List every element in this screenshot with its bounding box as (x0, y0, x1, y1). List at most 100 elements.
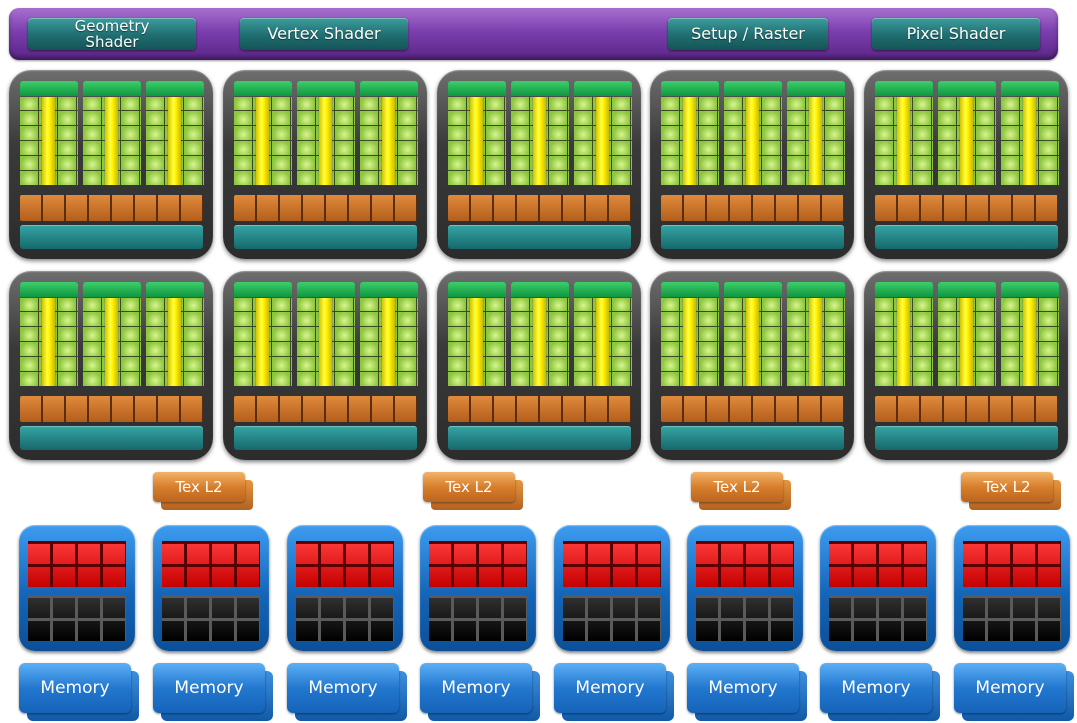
memory-block: Memory (554, 663, 674, 721)
texture-unit-row (234, 195, 417, 221)
sm-shared-memory-bar (746, 97, 759, 185)
tex-l2-label: Tex L2 (961, 472, 1053, 502)
sm-shared-memory-bar (1023, 97, 1036, 185)
sm-instruction-unit (574, 81, 632, 96)
streaming-multiprocessor (83, 81, 141, 185)
tex-l2-label: Tex L2 (153, 472, 245, 502)
sm-instruction-unit (875, 81, 933, 96)
sm-shared-memory-bar (168, 298, 181, 386)
texture-unit-row (448, 195, 631, 221)
memory-label: Memory (287, 663, 399, 713)
sm-instruction-unit (234, 282, 292, 297)
streaming-multiprocessor (574, 81, 632, 185)
setup-raster-stage: Setup / Raster (668, 18, 828, 50)
tpc-cluster (650, 70, 854, 259)
streaming-multiprocessor (234, 282, 292, 386)
tpc-cluster (223, 271, 427, 460)
streaming-multiprocessor (875, 282, 933, 386)
streaming-multiprocessor (360, 282, 418, 386)
sm-shared-memory-bar (596, 97, 609, 185)
l1-cache-bar (20, 426, 203, 450)
sm-instruction-unit (511, 81, 569, 96)
vertex-shader-label: Vertex Shader (267, 24, 381, 43)
tpc-cluster (864, 271, 1068, 460)
l1-cache-bar (875, 225, 1058, 249)
memory-label: Memory (153, 663, 265, 713)
rop-black-grid (696, 595, 794, 641)
l1-cache-bar (661, 426, 844, 450)
streaming-multiprocessor (724, 282, 782, 386)
streaming-multiprocessor (20, 81, 78, 185)
tex-l2-block: Tex L2 (691, 472, 791, 510)
streaming-multiprocessor (511, 282, 569, 386)
rop-black-grid (429, 595, 527, 641)
rop-red-grid (963, 541, 1061, 587)
sm-instruction-unit (20, 81, 78, 96)
texture-unit-row (875, 396, 1058, 422)
sm-instruction-unit (146, 81, 204, 96)
geometry-shader-stage: Geometry Shader (28, 18, 196, 50)
pipeline-bar: Geometry Shader Vertex Shader Setup / Ra… (9, 8, 1058, 60)
tpc-cluster (437, 271, 641, 460)
texture-unit-row (875, 195, 1058, 221)
rop-black-grid (296, 595, 394, 641)
sm-shared-memory-bar (533, 298, 546, 386)
sm-instruction-unit (724, 282, 782, 297)
rop-black-grid (563, 595, 661, 641)
sm-instruction-unit (661, 282, 719, 297)
rop-red-grid (696, 541, 794, 587)
tpc-cluster (650, 271, 854, 460)
memory-label: Memory (19, 663, 131, 713)
sm-shared-memory-bar (809, 298, 822, 386)
streaming-multiprocessor (938, 81, 996, 185)
streaming-multiprocessor (787, 282, 845, 386)
streaming-multiprocessor (146, 81, 204, 185)
sm-instruction-unit (938, 81, 996, 96)
memory-block: Memory (287, 663, 407, 721)
streaming-multiprocessor (234, 81, 292, 185)
sm-shared-memory-bar (897, 97, 910, 185)
tex-l2-block: Tex L2 (153, 472, 253, 510)
sm-shared-memory-bar (533, 97, 546, 185)
tex-l2-label: Tex L2 (423, 472, 515, 502)
tex-l2-block: Tex L2 (423, 472, 523, 510)
l1-cache-bar (448, 225, 631, 249)
sm-instruction-unit (1001, 282, 1059, 297)
memory-label: Memory (687, 663, 799, 713)
texture-unit-row (661, 396, 844, 422)
sm-instruction-unit (360, 81, 418, 96)
sm-instruction-unit (511, 282, 569, 297)
streaming-multiprocessor (661, 81, 719, 185)
rop-black-grid (162, 595, 260, 641)
rop-partition (19, 525, 135, 651)
sm-instruction-unit (297, 282, 355, 297)
tex-l2-label: Tex L2 (691, 472, 783, 502)
rop-partition (420, 525, 536, 651)
sm-shared-memory-bar (809, 97, 822, 185)
streaming-multiprocessor (146, 282, 204, 386)
l1-cache-bar (661, 225, 844, 249)
streaming-multiprocessor (875, 81, 933, 185)
memory-block: Memory (153, 663, 273, 721)
sm-shared-memory-bar (596, 298, 609, 386)
rop-red-grid (829, 541, 927, 587)
l1-cache-bar (448, 426, 631, 450)
memory-label: Memory (954, 663, 1066, 713)
memory-block: Memory (687, 663, 807, 721)
rop-partition (687, 525, 803, 651)
streaming-multiprocessor (724, 81, 782, 185)
texture-unit-row (234, 396, 417, 422)
vertex-shader-stage: Vertex Shader (240, 18, 408, 50)
memory-label: Memory (420, 663, 532, 713)
sm-shared-memory-bar (105, 97, 118, 185)
sm-instruction-unit (360, 282, 418, 297)
memory-label: Memory (820, 663, 932, 713)
sm-shared-memory-bar (256, 97, 269, 185)
sm-instruction-unit (448, 282, 506, 297)
rop-red-grid (563, 541, 661, 587)
sm-instruction-unit (234, 81, 292, 96)
sm-shared-memory-bar (897, 298, 910, 386)
streaming-multiprocessor (661, 282, 719, 386)
sm-instruction-unit (787, 282, 845, 297)
sm-instruction-unit (661, 81, 719, 96)
